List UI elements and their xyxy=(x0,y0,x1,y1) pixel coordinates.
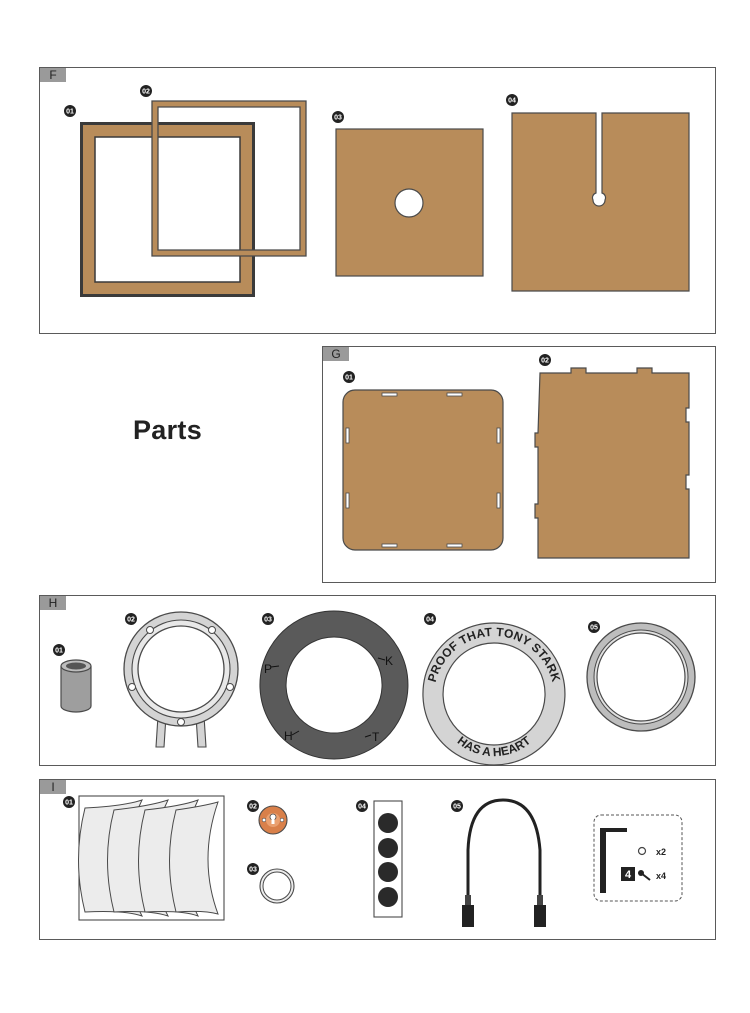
part-number-badge: 03 xyxy=(332,111,344,123)
part-f04-board xyxy=(511,112,690,292)
svg-text:03: 03 xyxy=(249,867,257,874)
part-number-badge: 04 xyxy=(356,800,368,812)
part-number-badge: 01 xyxy=(63,796,75,808)
page-title: Parts xyxy=(133,415,203,445)
section-label: F xyxy=(40,68,66,82)
section-label: I xyxy=(40,780,66,794)
part-i03-o-ring xyxy=(259,868,295,904)
part-number-badge: 03 xyxy=(247,863,259,875)
part-number-badge: 05 xyxy=(451,800,463,812)
svg-text:05: 05 xyxy=(453,804,461,811)
part-i05-cable xyxy=(462,798,546,927)
part-number-badge: 01 xyxy=(343,371,355,383)
part-f03-board xyxy=(335,128,484,277)
svg-text:02: 02 xyxy=(249,804,257,811)
part-number-badge: 02 xyxy=(539,354,551,366)
ring-letter-h: H xyxy=(284,729,293,743)
part-number-badge: 04 xyxy=(506,94,518,106)
svg-text:01: 01 xyxy=(66,109,74,116)
svg-text:01: 01 xyxy=(55,648,63,655)
svg-text:02: 02 xyxy=(541,358,549,365)
svg-text:03: 03 xyxy=(334,115,342,122)
part-number-badge: 05 xyxy=(588,621,600,633)
part-i02-mount-plate xyxy=(258,805,288,835)
key-size-badge: 4 xyxy=(625,869,632,881)
svg-text:01: 01 xyxy=(345,375,353,382)
svg-text:05: 05 xyxy=(590,625,598,632)
svg-text:03: 03 xyxy=(264,617,272,624)
part-h05-ring xyxy=(586,622,696,732)
section-label: G xyxy=(323,347,349,361)
washer-quantity: x2 xyxy=(656,847,666,857)
part-h01-tube xyxy=(60,659,92,713)
screw-icon xyxy=(638,870,651,881)
part-f02-frame xyxy=(151,100,307,257)
part-h02-housing xyxy=(123,611,239,748)
part-g01-board xyxy=(342,389,504,551)
ring-letter-t: T xyxy=(372,730,380,744)
washer-icon xyxy=(637,846,647,856)
part-h03-ring: P K H T xyxy=(259,610,409,760)
part-number-badge: 02 xyxy=(125,613,137,625)
svg-text:04: 04 xyxy=(358,804,366,811)
section-label: H xyxy=(40,596,66,610)
svg-text:02: 02 xyxy=(142,89,150,96)
svg-text:01: 01 xyxy=(65,800,73,807)
part-number-badge: 01 xyxy=(64,105,76,117)
screw-quantity: x4 xyxy=(656,871,666,881)
svg-text:02: 02 xyxy=(127,617,135,624)
part-number-badge: 03 xyxy=(262,613,274,625)
part-i01-arc-sheet xyxy=(78,795,225,921)
part-number-badge: 01 xyxy=(53,644,65,656)
part-number-badge: 02 xyxy=(247,800,259,812)
part-number-badge: 02 xyxy=(140,85,152,97)
part-g02-board xyxy=(534,367,690,559)
svg-text:04: 04 xyxy=(426,617,434,624)
part-f01-frame xyxy=(80,122,255,297)
hardware-kit: x2 4 x4 xyxy=(593,814,683,902)
part-i04-magnet-strip xyxy=(373,800,403,918)
ring-letter-p: P xyxy=(264,662,272,676)
hex-key-icon xyxy=(600,828,627,893)
svg-text:04: 04 xyxy=(508,98,516,105)
ring-letter-k: K xyxy=(385,654,393,668)
part-h04-text-ring: PROOF THAT TONY STARK HAS A HEART xyxy=(422,622,566,766)
part-number-badge: 04 xyxy=(424,613,436,625)
